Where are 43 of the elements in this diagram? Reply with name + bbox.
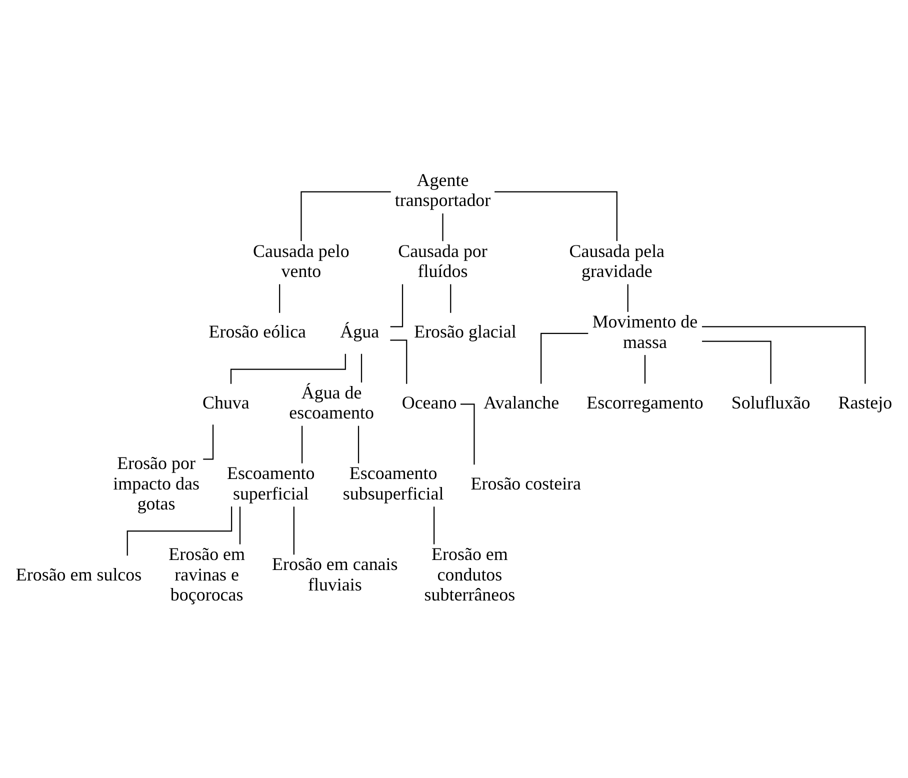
node-text: Escoamento superficial [226,463,315,504]
connector [293,506,294,555]
connector [442,213,444,242]
node-text: Avalanche [484,392,560,412]
node-text: Erosão por impacto das gotas [113,453,200,514]
node-text: Erosão em sulcos [16,564,142,584]
node-text: Erosão eólica [208,322,306,342]
node-text: Escoamento subsuperficial [342,463,444,504]
connector [390,340,408,384]
connector [230,354,346,384]
node-text: Rastejo [838,392,892,412]
connector [450,284,452,313]
node-text: Água [340,322,380,342]
connector [702,340,772,384]
node-text: Movimento de massa [592,312,698,352]
connector [644,355,646,384]
connector [702,326,866,384]
connector [540,332,588,384]
connector [434,506,435,544]
connector [494,191,618,241]
node-text: Erosão costeira [470,473,582,494]
node-text: Solufluxão [731,392,810,412]
node-text: Erosão glacial [414,322,516,342]
connector [358,426,360,464]
node-text: Causada pelo vento [253,240,350,281]
connector [302,426,303,464]
node-text: Causada pela gravidade [569,240,665,281]
connector [126,506,232,556]
connector [627,284,628,312]
node-text: Escorregamento [586,392,704,412]
node-text: Erosão em canais fluviais [272,554,398,594]
connector [300,191,391,241]
node-text: Erosão em ravinas e boçorocas [168,544,246,605]
connector [279,284,280,313]
node-text: Água de escoamento [289,382,374,423]
node-text: Causada por fluídos [398,240,488,281]
connector [360,354,362,382]
connector [390,284,404,328]
node-text: Oceano [402,392,457,412]
node-text: Erosão em condutos subterrâneos [424,544,516,605]
node-text: Agente transportador [394,170,491,210]
connector [239,506,241,544]
node-text: Chuva [202,392,250,412]
